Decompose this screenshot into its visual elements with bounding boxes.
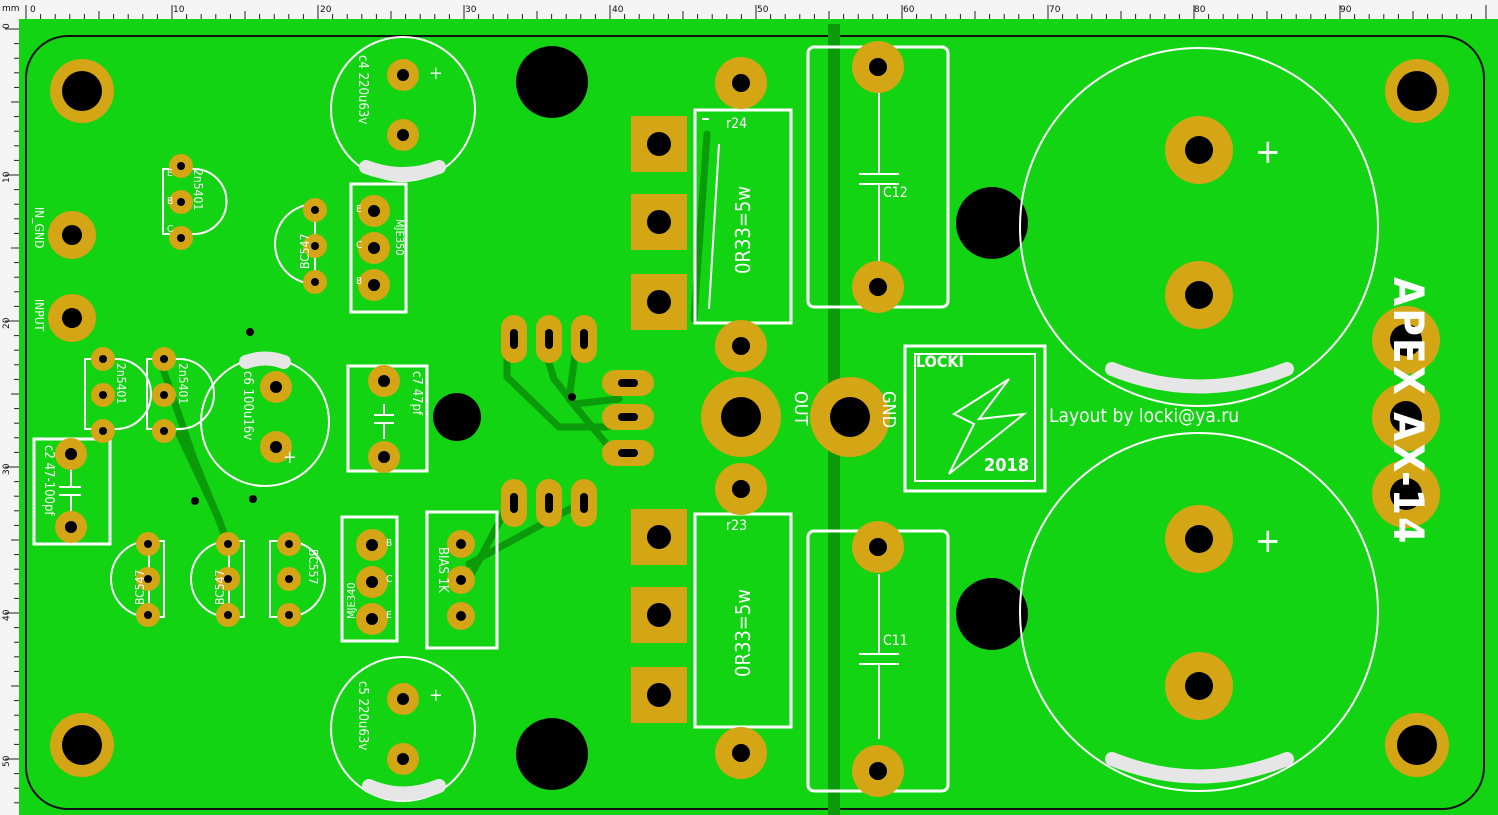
ruler-top-tick: 70 (1049, 5, 1061, 15)
ruler-top-ticks (25, 5, 1487, 19)
c7-label: c7 47pf (409, 371, 424, 416)
gnd-label: GND (878, 391, 899, 429)
pcb-artwork (25, 24, 1485, 815)
r24-label: r24 (726, 116, 748, 132)
input-label: INPUT (32, 299, 46, 332)
cap-plus-sign: + (429, 63, 443, 84)
pin-label: E (167, 168, 173, 179)
cap-plus-sign: + (1255, 521, 1281, 561)
ruler-top-tick: 0 (30, 5, 36, 15)
c6-label: c6 100u16v (240, 371, 255, 441)
logo-text: LOCKI (916, 352, 964, 371)
left-ruler: 0 10 20 30 40 50 (0, 19, 20, 815)
ruler-unit: mm (2, 4, 20, 14)
ruler-top-tick: 30 (465, 5, 477, 15)
mounting-holes (50, 59, 1449, 777)
q-bc557-label: BC557 (306, 549, 320, 585)
bias-label: BIAS 1K (435, 547, 450, 593)
pad-holes (62, 58, 1422, 780)
c11-label: C11 (883, 633, 908, 649)
r23-label: r23 (726, 518, 748, 534)
c12-label: C12 (883, 185, 908, 201)
ruler-top-tick: 90 (1340, 5, 1352, 15)
drill-holes (191, 46, 1028, 790)
q-mje340-label: MJE340 (345, 582, 358, 619)
board-title: APEX AX-14 (1384, 277, 1433, 546)
r24-value: 0R33=5w (731, 185, 755, 274)
pin-label: E (356, 204, 362, 215)
cap-plus-sign: + (1255, 132, 1281, 172)
q-2n5401-label: 2n5401 (191, 169, 205, 211)
pcb-board: APEX AX-14 Layout by locki@ya.ru LOCKI 2… (19, 19, 1498, 815)
ruler-top-tick: 10 (173, 5, 185, 15)
top-ruler: mm 0 10 20 30 40 50 60 70 80 90 (0, 0, 1498, 20)
ruler-top-tick: 20 (320, 5, 332, 15)
out-label: OUT (790, 391, 811, 426)
silk-details (59, 89, 1036, 739)
pin-label: B (167, 196, 174, 207)
q-2n5401-label: 2n5401 (114, 363, 128, 405)
transistor-outlines (84, 168, 326, 619)
q-bc547-label: BC547 (298, 233, 312, 269)
cap-plus-sign: + (429, 685, 443, 706)
ruler-left-ticks (5, 28, 19, 804)
pin-label: E (386, 610, 392, 621)
q-bc547-label: BC547 (133, 569, 147, 605)
ruler-top-tick: 80 (1194, 5, 1206, 15)
pin-label: B (386, 538, 393, 549)
pin-label: C (167, 224, 174, 235)
cap-plus-sign: + (283, 447, 297, 468)
q-mje350-label: MJE350 (393, 219, 406, 256)
ruler-top-tick: 50 (757, 5, 769, 15)
r23-value: 0R33=5w (731, 588, 755, 677)
q-bc547-label: BC547 (213, 569, 227, 605)
cap-polarity-bands (239, 160, 1294, 801)
q-2n5401-label: 2n5401 (176, 363, 190, 405)
pin-label: B (356, 276, 363, 287)
c2-label: c2 47-100pf (41, 445, 56, 516)
c5-label: c5 220u63v (355, 681, 370, 751)
in-gnd-label: IN_GND (32, 207, 46, 249)
board-outline (25, 35, 1485, 810)
ruler-top-tick: 60 (903, 5, 915, 15)
pin-label: C (356, 240, 363, 251)
ruler-top-tick: 40 (612, 5, 624, 15)
c4-label: c4 220u63v (355, 55, 370, 125)
credit-text: Layout by locki@ya.ru (1049, 405, 1240, 427)
pin-label: C (386, 574, 393, 585)
logo-year: 2018 (984, 455, 1030, 476)
